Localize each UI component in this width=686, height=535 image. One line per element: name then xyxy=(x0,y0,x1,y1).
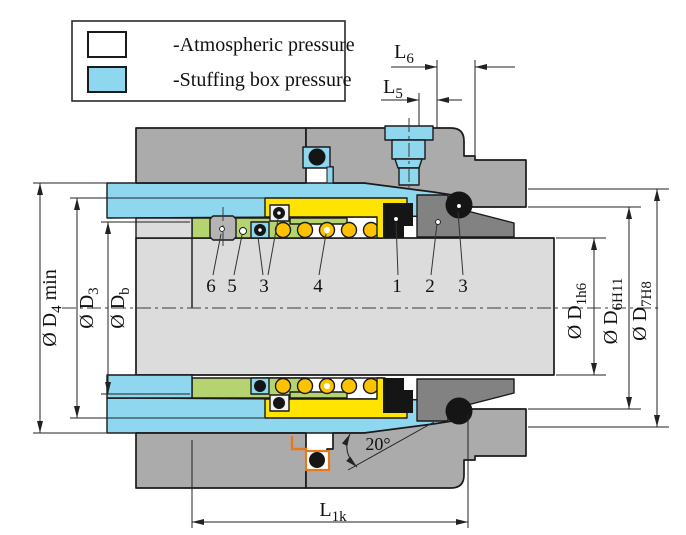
leader-line xyxy=(457,211,464,276)
dimension-annotations: L6 L5 Ø D4 min Ø D3 Ø Db Ø D1h6 Ø D6H11 … xyxy=(33,41,669,528)
joint-fluid-gap xyxy=(326,166,334,184)
legend-swatch-white xyxy=(87,31,127,58)
shaft-shoulder xyxy=(135,217,193,239)
leader-dot xyxy=(435,219,441,225)
part-number-3-right: 3 xyxy=(458,276,468,297)
leader-line xyxy=(257,236,264,276)
part-number-2: 2 xyxy=(425,276,435,297)
dim-label-l1k: L1k xyxy=(319,499,347,525)
dim-label-l5: L5 xyxy=(383,76,403,102)
dim-label-d3: Ø D3 xyxy=(76,287,102,328)
angle-label: 20° xyxy=(365,434,390,454)
dim-label-db: Ø Db xyxy=(107,287,133,328)
legend-swatch-blue xyxy=(87,66,127,93)
leader-dot xyxy=(219,226,225,232)
shaft xyxy=(135,237,555,376)
leader-line xyxy=(318,233,327,276)
stuffing-fluid-pocket xyxy=(106,374,193,399)
leader-line xyxy=(212,233,222,276)
flush-port xyxy=(384,118,434,192)
legend: -Atmospheric pressure -Stuffing box pres… xyxy=(71,20,355,102)
part-number-4: 4 xyxy=(313,276,323,297)
leader-line xyxy=(430,223,438,276)
dim-label-l6: L6 xyxy=(394,41,414,67)
legend-label-atmospheric: -Atmospheric pressure xyxy=(173,34,355,56)
part-number-5: 5 xyxy=(227,276,237,297)
part-number-1: 1 xyxy=(392,276,402,297)
part-callouts: 6 5 3 4 1 2 3 xyxy=(206,203,468,297)
leader-dot xyxy=(393,216,399,222)
dim-label-d6h11: Ø D6H11 xyxy=(600,278,626,345)
dim-label-d4min: Ø D4 min xyxy=(39,269,65,347)
leader-line xyxy=(395,221,399,276)
bottom-only-details: 20° xyxy=(106,374,435,472)
dim-label-d1h6: Ø D1h6 xyxy=(564,282,590,339)
part-number-3-left: 3 xyxy=(259,276,269,297)
drive-pin xyxy=(239,227,247,235)
leader-line xyxy=(233,234,243,276)
legend-label-stuffing: -Stuffing box pressure xyxy=(173,69,352,91)
chamfer-line xyxy=(347,421,435,471)
leader-dot xyxy=(276,210,282,216)
part-number-6: 6 xyxy=(206,276,216,297)
gasket-o-ring-icon xyxy=(309,452,325,468)
leader-dot xyxy=(257,227,263,233)
leader-dot xyxy=(456,203,462,209)
leader-line xyxy=(267,218,279,276)
angle-arc xyxy=(341,433,358,468)
top-only-details xyxy=(135,118,434,249)
joint-o-ring-icon xyxy=(308,148,326,166)
dim-label-d7h8: Ø D7H8 xyxy=(629,281,655,341)
